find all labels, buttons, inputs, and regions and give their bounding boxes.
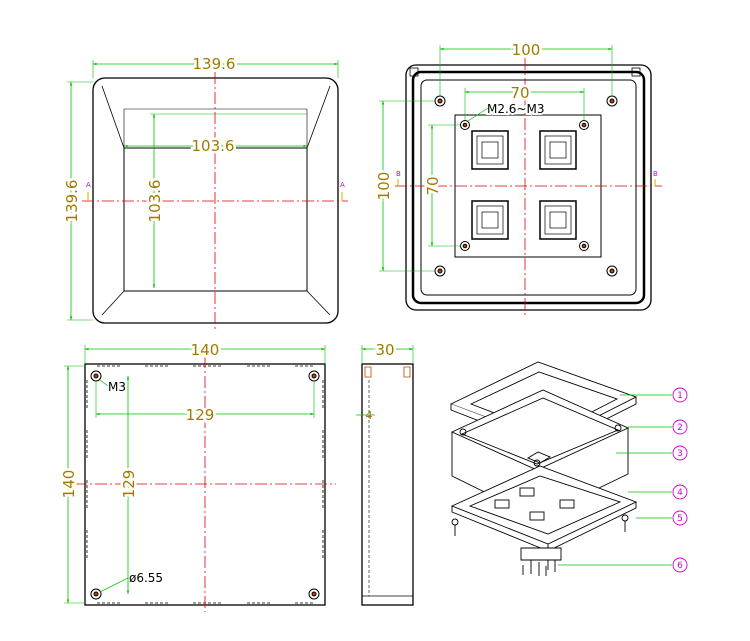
callout-1 — [672, 387, 688, 403]
base-hole-spacing-y: 100 — [375, 172, 393, 201]
body-height-dimension: 140 — [60, 470, 78, 499]
lid-height-dimension: 139.6 — [63, 180, 81, 223]
base-module-top-right — [539, 130, 577, 170]
base-screw-note: M2.6~M3 — [487, 102, 544, 116]
body-front-view: 140 140 129 129 M3 ø6.55 — [58, 339, 336, 612]
callout-label-4: 4 — [677, 488, 683, 498]
callout-6 — [672, 557, 688, 573]
lid-top-view: 139.6 139.6 103.6 103.6 A A — [61, 53, 348, 330]
body-depth-dimension: 30 — [375, 341, 394, 359]
callout-4 — [672, 484, 688, 500]
callout-bubbles — [672, 387, 688, 573]
callout-5 — [672, 510, 688, 526]
body-hole-spacing-x: 129 — [186, 406, 215, 424]
callout-label-3: 3 — [677, 449, 683, 459]
body-hole-spacing-y: 129 — [120, 470, 138, 499]
body-side-view: 30 4 — [356, 339, 414, 606]
base-module-top-left — [471, 130, 509, 170]
callout-3 — [672, 445, 688, 461]
base-hole-spacing-x: 100 — [512, 41, 541, 59]
body-hole-diameter-note: ø6.55 — [129, 571, 163, 585]
lid-outer-outline — [92, 77, 339, 324]
body-screw-note: M3 — [108, 380, 126, 394]
callout-label-5: 5 — [677, 514, 683, 524]
body-wall-dimension: 4 — [366, 409, 373, 422]
lid-section-mark-left: A — [86, 181, 91, 189]
exploded-screws — [451, 514, 629, 576]
exploded-base — [450, 465, 638, 552]
base-inner-spacing-x: 70 — [510, 84, 529, 102]
base-section-mark-left: B — [396, 170, 401, 178]
callout-labels: 1 2 3 4 5 6 — [677, 391, 683, 571]
base-inner-spacing-y: 70 — [424, 176, 442, 195]
lid-inner-height-dimension: 103.6 — [146, 180, 164, 223]
base-section-mark-right: B — [653, 170, 658, 178]
callout-2 — [672, 419, 688, 435]
callout-label-1: 1 — [677, 391, 683, 401]
base-module-bottom-left — [471, 200, 509, 240]
body-width-dimension: 140 — [191, 341, 220, 359]
lid-width-dimension: 139.6 — [193, 55, 236, 73]
lid-inner-width-dimension: 103.6 — [192, 137, 235, 155]
base-module-bottom-right — [539, 200, 577, 240]
lid-inner-outline — [123, 147, 308, 292]
lid-section-mark-right: A — [340, 181, 345, 189]
exploded-isometric-view — [449, 361, 688, 576]
exploded-body — [450, 389, 630, 519]
callout-label-6: 6 — [677, 561, 683, 571]
callout-label-2: 2 — [677, 423, 683, 433]
base-top-view: 100 70 M2.6~M3 100 70 B B — [373, 39, 662, 318]
